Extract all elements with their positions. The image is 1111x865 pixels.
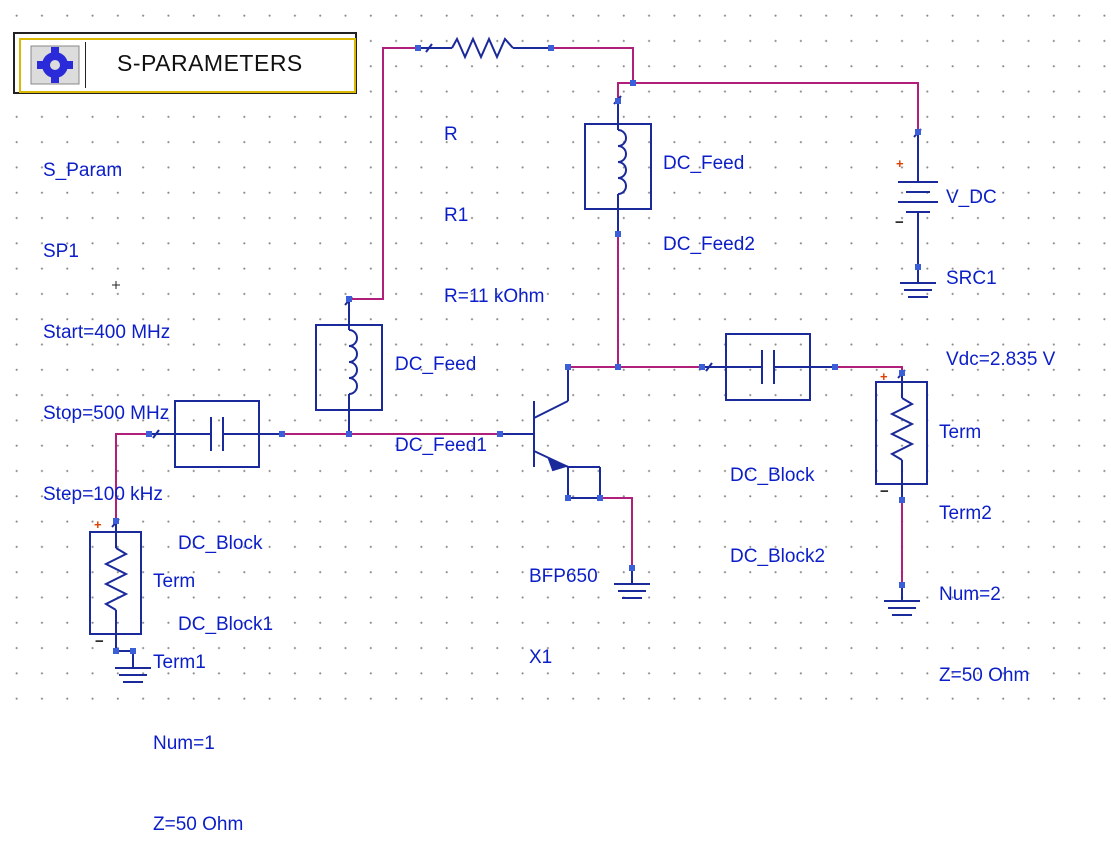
term1-type: Term [153,571,196,592]
s-parameters-panel[interactable]: S-PARAMETERS [13,32,357,94]
vdc-type: V_DC [946,187,997,208]
vdc-instance: SRC1 [946,268,997,289]
term1-instance: Term1 [153,652,206,673]
schematic-drawing [89,36,938,683]
r1-label[interactable]: R R1 R=11 kOhm [444,67,545,337]
r1-type: R [444,124,458,145]
dc-block2-label[interactable]: DC_Block DC_Block2 [730,408,825,597]
bfp650-type: BFP650 [529,566,598,587]
emitter-arrow [547,457,569,472]
simulation-gear-icon [25,42,86,88]
dc-block1-type: DC_Block [178,533,263,554]
r1-instance: R1 [444,205,469,226]
r1-value: R=11 kOhm [444,286,545,307]
vdc-minus-marker: − [895,214,904,231]
s-param-type: S_Param [43,160,123,181]
vdc-source [898,128,938,267]
s-param-step: Step=100 kHz [43,484,163,505]
s-param-stop: Stop=500 MHz [43,403,170,424]
term2-instance: Term2 [939,503,992,524]
ground-term1 [115,650,151,683]
transistor-bfp650 [500,367,601,499]
term1-plus-marker: + [94,517,102,532]
dc-block2-type: DC_Block [730,465,815,486]
bfp650-instance: X1 [529,647,553,668]
s-param-instance: SP1 [43,241,79,262]
term2-num: Num=2 [939,584,1001,605]
term2-type: Term [939,422,982,443]
ground-vdc [900,267,936,298]
term2-plus-marker: + [880,369,888,384]
dc-feed2-label[interactable]: DC_Feed DC_Feed2 [663,96,755,285]
wire-term1-to-block1 [115,433,149,521]
term2-minus-marker: − [880,483,889,500]
term1 [89,518,142,651]
ground-emitter [614,568,650,599]
vdc-label[interactable]: V_DC SRC1 Vdc=2.835 V [946,130,1055,400]
dc-feed2 [584,95,652,234]
term1-minus-marker: − [95,633,104,650]
pin-markers [113,45,921,654]
s-parameters-panel-frame: S-PARAMETERS [19,38,356,93]
term1-num: Num=1 [153,733,215,754]
term1-label[interactable]: Term Term1 Num=1 Z=50 Ohm [153,514,243,865]
dc-feed1-type: DC_Feed [395,354,477,375]
dc-block1-instance: DC_Block1 [178,614,274,635]
component-symbols [89,36,938,683]
wire-block2-to-term2 [835,366,903,373]
s-param-start: Start=400 MHz [43,322,171,343]
origin-cross [112,281,120,289]
term2-impedance: Z=50 Ohm [939,665,1030,686]
vdc-value: Vdc=2.835 V [946,349,1056,370]
wire-node-to-feed2 [617,82,633,101]
wire-r1-to-feed1 [349,47,418,300]
dc-feed1-label[interactable]: DC_Feed DC_Feed1 [395,297,487,486]
dc-block2 [702,333,835,401]
s-param-label[interactable]: S_Param SP1 Start=400 MHz Stop=500 MHz S… [43,103,170,535]
term2 [875,369,928,500]
wire-emitter-to-gnd [600,497,633,568]
dc-block1 [149,400,282,468]
wire-r1-to-node [551,47,634,83]
vdc-plus-marker: + [896,156,904,171]
dc-block2-instance: DC_Block2 [730,546,826,567]
term1-impedance: Z=50 Ohm [153,814,244,835]
term2-label[interactable]: Term Term2 Num=2 Z=50 Ohm [939,365,1029,716]
dc-feed1-instance: DC_Feed1 [395,435,487,456]
resistor-r1 [418,36,551,60]
bfp650-label[interactable]: BFP650 X1 [529,509,598,698]
dc-feed2-instance: DC_Feed2 [663,234,755,255]
dc-block1-label[interactable]: DC_Block DC_Block1 [178,476,273,665]
dc-feed2-type: DC_Feed [663,153,745,174]
wire-node-to-vdc [633,82,919,132]
s-parameters-title: S-PARAMETERS [117,50,303,76]
dc-feed1 [315,296,383,434]
schematic-canvas[interactable] [0,0,1111,710]
ground-term2 [884,585,920,616]
